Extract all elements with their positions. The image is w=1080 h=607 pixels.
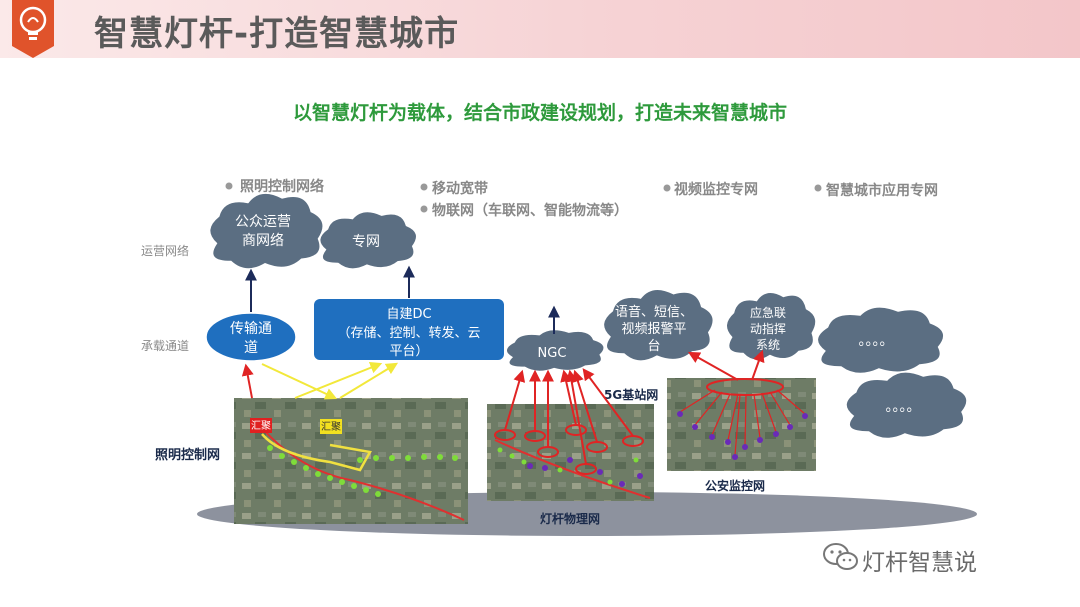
arrow-yellow: [294, 361, 383, 399]
svg-text:传输通: 传输通: [230, 321, 272, 337]
bullet-video: 视频监控专网: [674, 181, 758, 198]
row-label-operation: 运营网络: [141, 243, 189, 258]
lightbulb-icon: [12, 0, 54, 58]
cloud-emergency: 应急联 动指挥 系统: [725, 291, 817, 361]
arrow-red: [504, 369, 526, 431]
bullet-lighting: 照明控制网络: [240, 178, 324, 195]
svg-text:自建DC: 自建DC: [386, 307, 431, 322]
bullet-iot: 物联网（车联网、智能物流等）: [432, 202, 628, 219]
svg-text:商网络: 商网络: [242, 233, 284, 249]
tag-aggregation-1: 汇聚: [251, 419, 271, 432]
cloud-voice-platform: 语音、短信、 视频报警平 台: [602, 288, 715, 363]
svg-text:语音、短信、: 语音、短信、: [615, 304, 693, 320]
dc-box: 自建DC （存储、控制、转发、云 平台）: [314, 299, 504, 360]
aerial-panel-pole: [487, 404, 654, 501]
label-pole-network: 灯杆物理网: [540, 511, 600, 526]
label-security-network: 公安监控网: [705, 478, 765, 493]
svg-text:专网: 专网: [352, 234, 380, 250]
svg-text:动指挥: 动指挥: [750, 321, 786, 336]
bullet-icon: [225, 182, 233, 190]
arrow-yellow: [339, 362, 399, 399]
bullet-smartcity: 智慧城市应用专网: [825, 182, 938, 199]
aerial-panel-security: [667, 378, 816, 471]
header-bar: 智慧灯杆-打造智慧城市: [0, 0, 1080, 58]
arrow-red: [687, 351, 739, 381]
svg-text:道: 道: [244, 340, 258, 356]
page-title: 智慧灯杆-打造智慧城市: [94, 14, 460, 54]
svg-text:NGC: NGC: [538, 346, 567, 361]
watermark: 灯杆智慧说: [862, 550, 977, 576]
arrow-yellow: [261, 363, 338, 400]
svg-text:公众运营: 公众运营: [235, 214, 291, 230]
row-label-carrier: 承载通道: [141, 339, 189, 353]
svg-text:。。。。: 。。。。: [886, 399, 921, 415]
svg-text:视频报警平: 视频报警平: [621, 321, 686, 337]
svg-text:系统: 系统: [756, 338, 780, 352]
arrow-red: [565, 369, 587, 465]
subtitle: 以智慧灯杆为载体，结合市政建设规划，打造未来智慧城市: [292, 102, 787, 124]
tag-aggregation-2: 汇聚: [321, 420, 341, 433]
svg-text:台: 台: [647, 339, 660, 354]
label-lighting-network: 照明控制网: [155, 447, 220, 463]
arrow-red: [582, 368, 634, 437]
wechat-icon: [823, 543, 858, 570]
arrow-red: [751, 349, 765, 381]
cloud-private-net: 专网: [318, 210, 418, 270]
bullet-icon: [814, 184, 822, 192]
arrow-red: [241, 363, 254, 399]
arrow-red: [572, 369, 598, 443]
cloud-public-operator: 公众运营 商网络: [208, 192, 325, 271]
cloud-more-1: 。。。。: [816, 305, 946, 375]
aerial-panel-lighting: 汇聚 汇聚: [234, 398, 468, 524]
bullet-icon: [663, 184, 671, 192]
svg-text:（存储、控制、转发、云: （存储、控制、转发、云: [337, 325, 480, 341]
svg-text:。。。。: 。。。。: [859, 333, 894, 349]
cloud-more-2: 。。。。: [844, 370, 969, 440]
bullet-mobile: 移动宽带: [432, 180, 488, 197]
label-5g-base-station: 5G基站网: [604, 387, 658, 402]
bullet-icon: [420, 205, 428, 213]
bullet-icon: [420, 183, 428, 191]
transmission-channel: 传输通 道: [205, 312, 297, 362]
svg-text:平台）: 平台）: [389, 344, 428, 359]
cloud-ngc: NGC: [505, 329, 606, 372]
svg-text:应急联: 应急联: [750, 305, 786, 320]
